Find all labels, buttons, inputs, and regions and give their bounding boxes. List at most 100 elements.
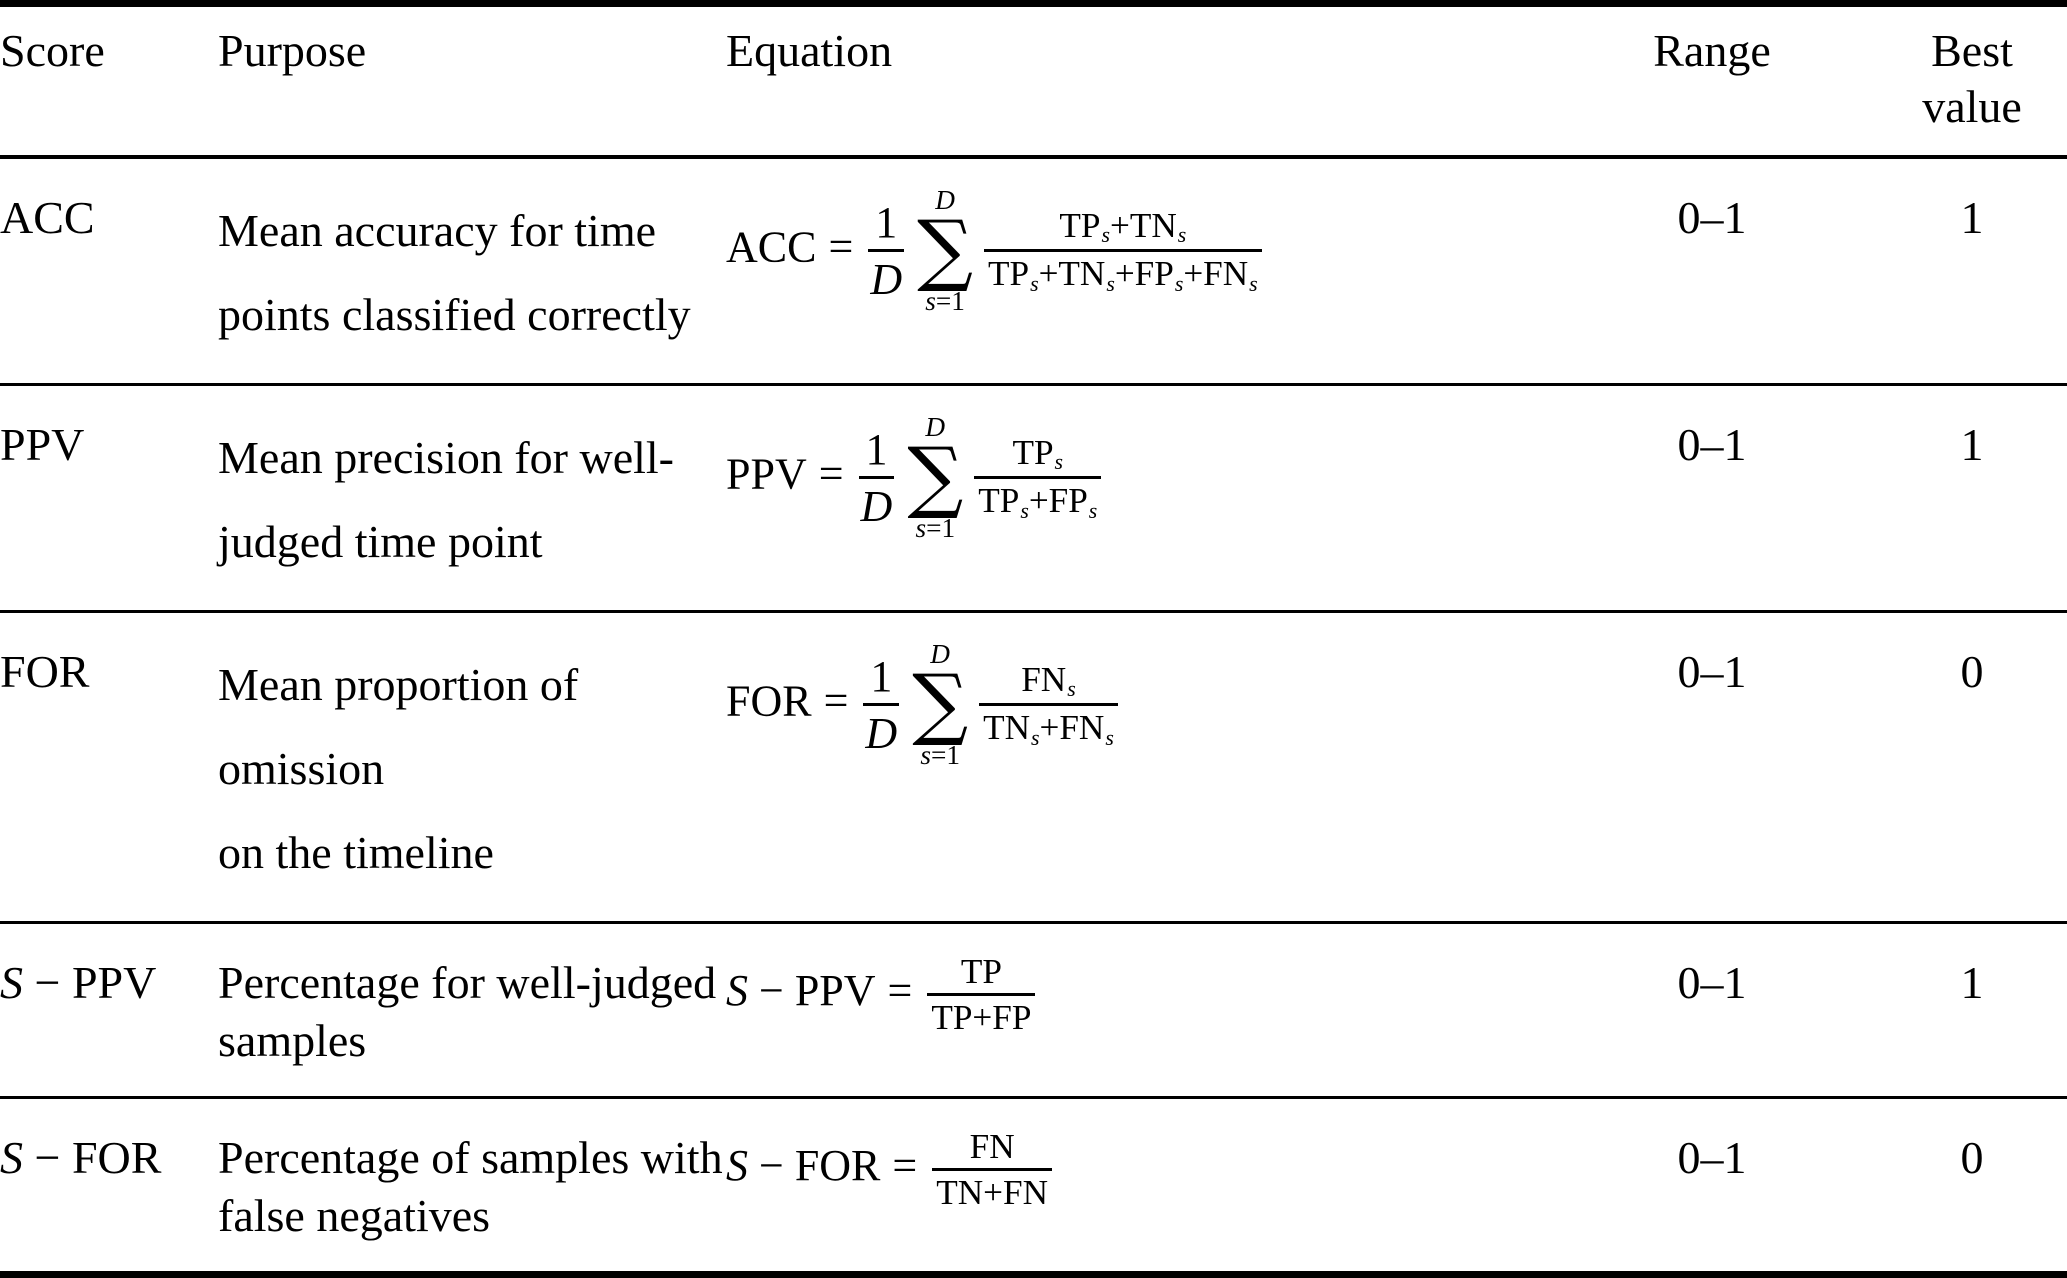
purpose-line-1: Percentage of samples with [218, 1132, 723, 1183]
cell-purpose: Mean accuracy for time points classified… [218, 157, 726, 386]
table-header: Score Purpose Equation Range Best value [0, 0, 2067, 159]
sum-upper-limit: D [930, 639, 950, 669]
equals-sign: = [828, 222, 854, 272]
column-header-equation: Equation [726, 0, 1300, 159]
fraction-denominator: TN+FN [936, 1173, 1048, 1212]
table-row: FOR Mean proportion of omission on the t… [0, 611, 2067, 924]
cell-purpose: Mean proportion of omission on the timel… [218, 611, 726, 924]
fraction-numerator: FN [932, 1127, 1052, 1171]
fraction-denominator: TPs+TNs+FPs+FNs [988, 254, 1258, 296]
equation-lhs: FOR [726, 676, 812, 726]
cell-range: 0–1 [1547, 1097, 1877, 1278]
purpose-line-1: Mean precision for well- [218, 432, 675, 483]
prefactor-denominator: D [865, 709, 898, 759]
table-row: PPV Mean precision for well- judged time… [0, 384, 2067, 613]
column-header-best-value: Best value [1877, 0, 2067, 159]
sum-index-var: s [925, 286, 936, 317]
column-header-purpose: Purpose [218, 0, 726, 159]
sum-index-equals: = [930, 740, 947, 771]
purpose-line-1: Mean proportion of omission [218, 659, 579, 794]
fraction-numerator: FNs [979, 660, 1118, 707]
prefactor-numerator: 1 [858, 424, 895, 480]
cell-range: 0–1 [1547, 922, 1877, 1099]
equation-lhs: ACC [726, 222, 817, 272]
purpose-line-2: points classified correctly [218, 289, 691, 340]
cell-range: 0–1 [1547, 384, 1877, 613]
cell-score: PPV [0, 384, 218, 613]
spacer-cell [1300, 922, 1547, 1099]
fraction-numerator: TP [927, 952, 1036, 996]
fraction-denominator: TNs+FNs [983, 708, 1114, 750]
cell-best-value: 1 [1877, 384, 2067, 613]
equation-lhs: PPV [726, 449, 807, 499]
table-row: ACC Mean accuracy for time points classi… [0, 157, 2067, 386]
summation-symbol: D∑s=1 [917, 185, 973, 317]
equals-sign: = [818, 449, 844, 499]
sum-upper-limit: D [935, 185, 955, 215]
equals-sign: = [892, 1141, 918, 1191]
equation-lhs-italic: S [726, 966, 748, 1016]
sum-index-equals: = [926, 513, 942, 544]
summation-symbol: D∑s=1 [912, 639, 969, 769]
cell-best-value: 1 [1877, 157, 2067, 386]
sum-lower-limit: s=1 [912, 739, 968, 769]
equation-lhs-italic: S [726, 1141, 748, 1191]
cell-best-value: 1 [1877, 922, 2067, 1099]
fraction-numerator: TPs [974, 433, 1102, 480]
sum-index-value: 1 [941, 513, 956, 544]
sum-lower-limit: s=1 [907, 512, 963, 542]
header-spacer [1300, 0, 1547, 159]
sum-index-equals: = [935, 286, 952, 317]
best-value-line2: value [1922, 81, 2022, 132]
cell-best-value: 0 [1877, 611, 2067, 924]
spacer-cell [1300, 1097, 1547, 1278]
cell-score: ACC [0, 157, 218, 386]
purpose-line-2: false negatives [218, 1190, 491, 1241]
cell-score: FOR [0, 611, 218, 924]
equals-sign: = [823, 676, 849, 726]
cell-range: 0–1 [1547, 157, 1877, 386]
column-header-score: Score [0, 0, 218, 159]
cell-range: 0–1 [1547, 611, 1877, 924]
summation-symbol: D∑s=1 [907, 412, 964, 542]
column-header-range: Range [1547, 0, 1877, 159]
sigma-glyph: ∑ [917, 204, 973, 296]
sum-upper-limit: D [925, 412, 946, 442]
cell-score: S − FOR [0, 1097, 218, 1278]
sum-index-value: 1 [951, 286, 965, 317]
score-rest: − FOR [34, 1132, 162, 1183]
purpose-line-2: on the timeline [218, 827, 494, 878]
cell-purpose: Percentage for well-judged samples [218, 922, 726, 1099]
table-body: ACC Mean accuracy for time points classi… [0, 157, 2067, 1278]
purpose-line-1: Percentage for well-judged [218, 957, 717, 1008]
score-italic-symbol: S [0, 1132, 23, 1183]
spacer-cell [1300, 384, 1547, 613]
prefactor-numerator: 1 [863, 651, 900, 707]
sum-index-var: s [915, 513, 927, 544]
table-row: S − FOR Percentage of samples with false… [0, 1097, 2067, 1278]
purpose-line-2: judged time point [218, 516, 543, 567]
sigma-glyph: ∑ [912, 658, 969, 750]
sigma-glyph: ∑ [907, 431, 964, 523]
prefactor-denominator: D [870, 255, 903, 305]
equation-lhs-rest: − FOR [759, 1141, 881, 1191]
equation-lhs-rest: − PPV [759, 966, 876, 1016]
score-rest: − PPV [34, 957, 157, 1008]
fraction-denominator: TPs+FPs [978, 481, 1098, 523]
sum-index-value: 1 [946, 740, 960, 771]
cell-purpose: Mean precision for well- judged time poi… [218, 384, 726, 613]
